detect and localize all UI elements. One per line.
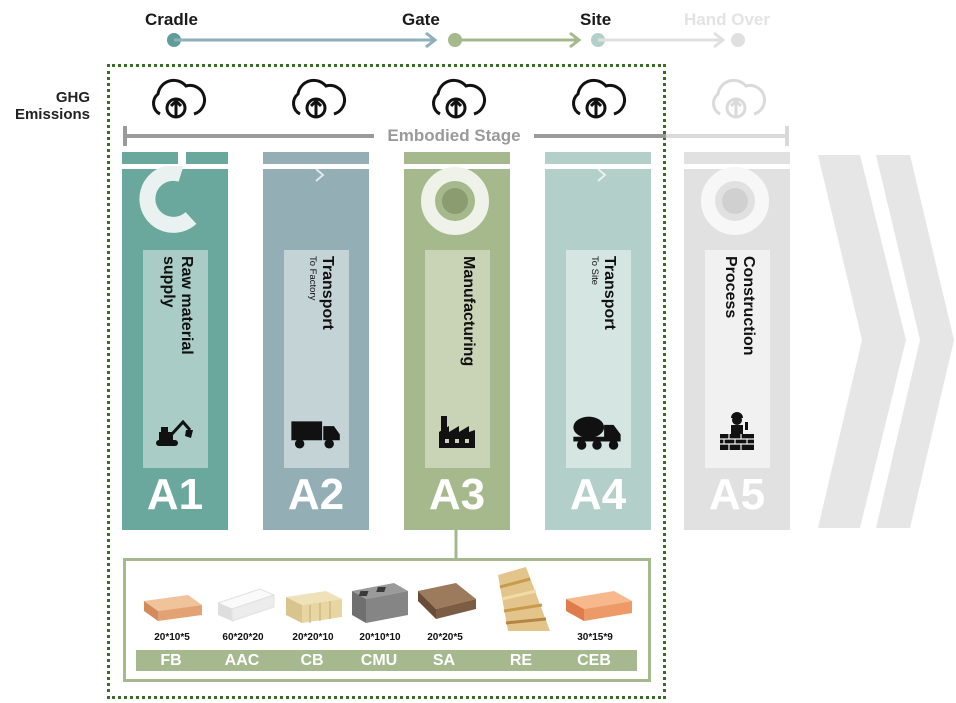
stage-title: Raw material supply xyxy=(160,256,195,355)
material-code: CMU xyxy=(360,652,398,669)
cloud-upload-icon xyxy=(292,78,347,119)
compressed-block-image xyxy=(286,591,342,623)
stage-cap xyxy=(263,152,369,164)
material-code: CEB xyxy=(577,652,611,669)
stage-title: Manufacturing xyxy=(460,256,477,367)
material-images xyxy=(144,567,632,631)
excavator-icon xyxy=(156,419,193,446)
timeline-label-cradle: Cradle xyxy=(145,10,198,29)
stage-cap xyxy=(545,152,651,164)
stage-subtitle: To Site xyxy=(589,256,600,286)
materials-panel xyxy=(123,558,651,682)
concrete-masonry-unit-image xyxy=(352,583,408,623)
continuation-chevrons xyxy=(818,155,954,528)
cloud-upload-icon xyxy=(432,78,487,119)
stage-column-a3: Manufacturing A3 xyxy=(404,152,510,530)
embodied-scope-frame xyxy=(107,64,666,699)
timeline-arrows xyxy=(167,31,745,49)
ghg-emissions-label: GHG Emissions xyxy=(10,89,90,123)
stage-column-a5: Construction Process A5 xyxy=(684,152,790,530)
material-code: AAC xyxy=(224,652,260,669)
stage-cap xyxy=(684,152,790,164)
stage-code: A2 xyxy=(287,470,345,519)
stage-cap xyxy=(404,152,510,164)
factory-icon xyxy=(439,416,475,448)
stage-column-a1: Raw material supply A1 xyxy=(122,152,228,530)
material-dims: 20*20*5 xyxy=(427,632,463,643)
stage-code: A4 xyxy=(569,470,627,519)
stage-title: Construction Process xyxy=(722,256,757,356)
timeline-label-gate: Gate xyxy=(402,10,440,29)
chevron-right-icon xyxy=(818,155,906,528)
emission-clouds xyxy=(152,78,767,119)
aac-block-image xyxy=(216,588,276,622)
bricklayer-icon xyxy=(720,412,754,450)
material-dims: 20*20*10 xyxy=(292,632,334,643)
material-dims: 20*10*5 xyxy=(154,632,190,643)
cloud-upload-icon xyxy=(712,78,767,119)
fired-brick-image xyxy=(144,595,202,621)
stage-cap xyxy=(122,152,178,164)
stage-label-panel: Raw material supply xyxy=(143,250,208,468)
stage-code: A5 xyxy=(708,470,766,519)
cloud-upload-icon xyxy=(152,78,207,119)
compressed-earth-block-image xyxy=(566,591,632,621)
timeline-arrow-site-handover xyxy=(591,31,745,49)
material-code: RE xyxy=(509,652,533,669)
chevron-right-icon xyxy=(876,155,954,528)
stabilised-adobe-image xyxy=(418,583,476,619)
stage-code: A3 xyxy=(428,470,486,519)
cycle-arrow-icon xyxy=(139,166,197,233)
chevron-right-icon xyxy=(315,168,325,182)
material-dims: 20*10*10 xyxy=(359,632,401,643)
ghg-emissions-text: GHG Emissions xyxy=(14,89,90,123)
material-dims: 60*20*20 xyxy=(222,632,264,643)
truck-icon xyxy=(291,421,340,449)
stage-subtitle: To Factory xyxy=(307,256,318,301)
material-code-bar xyxy=(136,650,637,671)
timeline-label-hand-over: Hand Over xyxy=(684,10,770,29)
stage-title: Transport xyxy=(601,256,618,330)
rammed-earth-image xyxy=(498,567,550,631)
stage-column-a2: Transport To Factory A2 xyxy=(263,152,369,530)
cycle-arrow-icon xyxy=(701,167,769,235)
material-code: FB xyxy=(160,652,182,669)
timeline-arrow-cradle-gate xyxy=(167,31,438,49)
stage-label-panel: Construction Process xyxy=(705,250,770,468)
material-code: SA xyxy=(432,652,456,669)
stage-label-panel: Transport To Factory xyxy=(284,250,349,468)
stage-code: A1 xyxy=(146,470,204,519)
chevron-right-icon xyxy=(597,168,607,182)
embodied-stage-label: Embodied Stage xyxy=(374,125,534,147)
cycle-arrow-icon xyxy=(421,167,489,235)
stage-cap-notch xyxy=(186,152,228,164)
cloud-upload-icon xyxy=(572,78,627,119)
concrete-mixer-icon xyxy=(573,416,621,450)
a3-to-materials-connector xyxy=(454,530,458,560)
timeline-label-site: Site xyxy=(580,10,612,29)
stage-label-panel: Transport To Site xyxy=(566,250,631,468)
stage-title: Transport xyxy=(319,256,336,330)
material-code: CB xyxy=(300,652,324,669)
stage-label-panel: Manufacturing xyxy=(425,250,490,468)
material-dims: 30*15*9 xyxy=(577,632,613,643)
timeline-arrow-gate-site xyxy=(448,31,582,49)
stage-column-a4: Transport To Site A4 xyxy=(545,152,651,530)
